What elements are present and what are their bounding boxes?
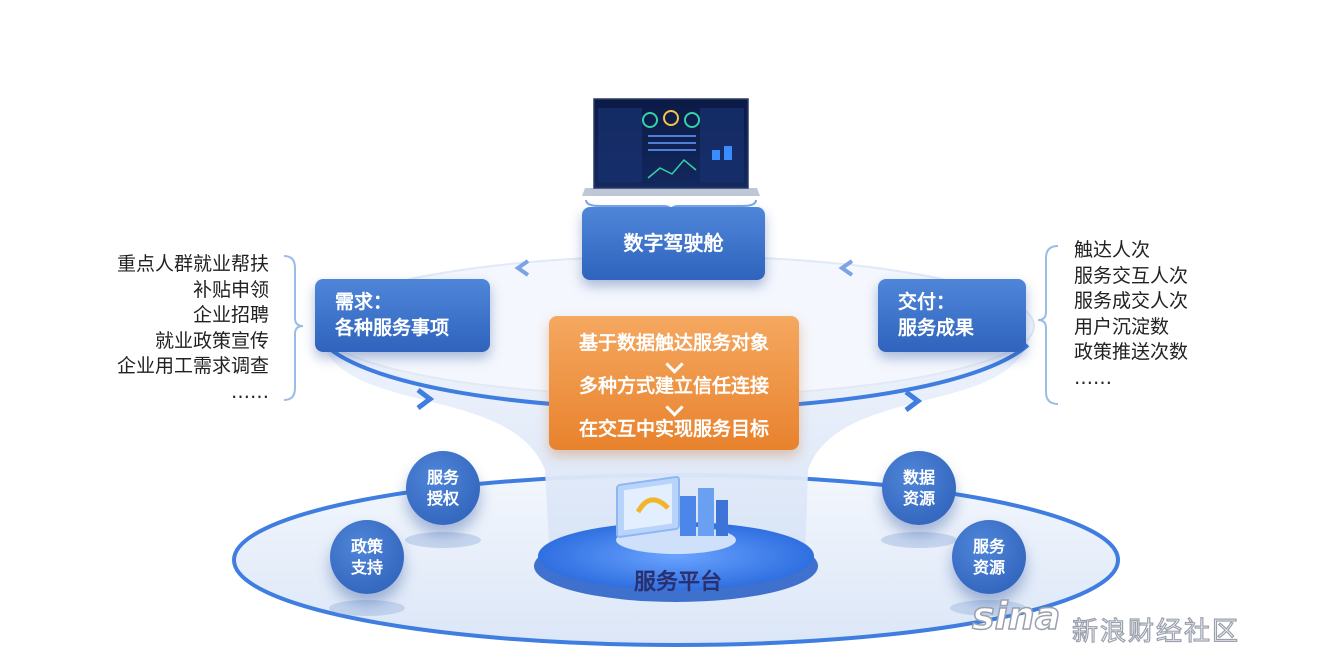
right-arrow-icon xyxy=(838,259,854,277)
down-right-chevron-icon xyxy=(904,390,923,412)
delivery-box: 交付： 服务成果 xyxy=(878,279,1026,352)
platform-device-icon xyxy=(616,475,736,554)
service-auth-bubble: 服务 授权 xyxy=(406,451,480,525)
sina-logo: sina xyxy=(971,593,1061,639)
bubble-shadow xyxy=(950,600,1026,616)
list-item: 政策推送次数 xyxy=(1074,341,1189,363)
delivery-subtitle: 服务成果 xyxy=(898,316,975,339)
demand-box: 需求： 各种服务事项 xyxy=(315,279,490,352)
bubble-label: 授权 xyxy=(426,489,459,508)
bubble-label: 支持 xyxy=(350,558,383,577)
bubble-label: 数据 xyxy=(902,468,935,487)
cockpit-label: 数字驾驶舱 xyxy=(623,231,724,255)
bubble-label: 服务 xyxy=(972,537,1005,556)
demand-subtitle: 各种服务事项 xyxy=(335,316,450,339)
process-box: 基于数据触达服务对象 多种方式建立信任连接 在交互中实现服务目标 xyxy=(549,316,799,450)
watermark-text: 新浪财经社区 xyxy=(1071,616,1241,647)
list-item: 重点人群就业帮扶 xyxy=(116,253,269,275)
bubble-label: 服务 xyxy=(426,468,459,487)
list-item: 补贴申领 xyxy=(192,278,269,301)
delivery-items-list: 触达人次 服务交互人次 服务成交人次 用户沉淀数 政策推送次数 …… xyxy=(1074,238,1188,391)
service-resources-bubble: 服务 资源 xyxy=(952,520,1026,594)
list-item: 触达人次 xyxy=(1074,239,1151,261)
left-arrow-icon xyxy=(514,259,530,277)
process-step-3: 在交互中实现服务目标 xyxy=(578,418,769,440)
list-item: 服务成交人次 xyxy=(1074,290,1189,312)
down-left-chevron-icon xyxy=(416,388,435,410)
platform-pad xyxy=(538,522,814,590)
list-item: 企业招聘 xyxy=(192,304,269,326)
list-item: …… xyxy=(231,380,269,403)
list-item: 服务交互人次 xyxy=(1074,264,1189,287)
list-item: 就业政策宣传 xyxy=(154,329,269,352)
process-step-1: 基于数据触达服务对象 xyxy=(578,332,769,354)
platform-label: 服务平台 xyxy=(634,570,723,595)
process-step-2: 多种方式建立信任连接 xyxy=(578,375,769,397)
list-item: …… xyxy=(1074,366,1112,389)
delivery-title: 交付： xyxy=(898,290,956,313)
data-resources-bubble: 数据 资源 xyxy=(882,451,956,525)
demand-list-brace xyxy=(283,255,304,401)
list-item: 用户沉淀数 xyxy=(1074,315,1170,338)
demand-title: 需求： xyxy=(335,290,393,313)
list-item: 企业用工需求调查 xyxy=(116,355,269,377)
bubble-shadow xyxy=(405,532,481,548)
policy-support-bubble: 政策 支持 xyxy=(330,520,404,594)
cockpit-screen xyxy=(582,98,760,196)
bubble-shadow xyxy=(329,600,405,616)
bubble-label: 政策 xyxy=(350,537,383,556)
cockpit-box: 数字驾驶舱 xyxy=(582,207,765,280)
delivery-list-brace xyxy=(1037,245,1059,405)
bubble-label: 资源 xyxy=(902,489,935,508)
bubble-shadow xyxy=(881,532,957,548)
demand-items-list: 重点人群就业帮扶 补贴申领 企业招聘 就业政策宣传 企业用工需求调查 …… xyxy=(117,252,269,405)
bubble-label: 资源 xyxy=(972,558,1005,577)
